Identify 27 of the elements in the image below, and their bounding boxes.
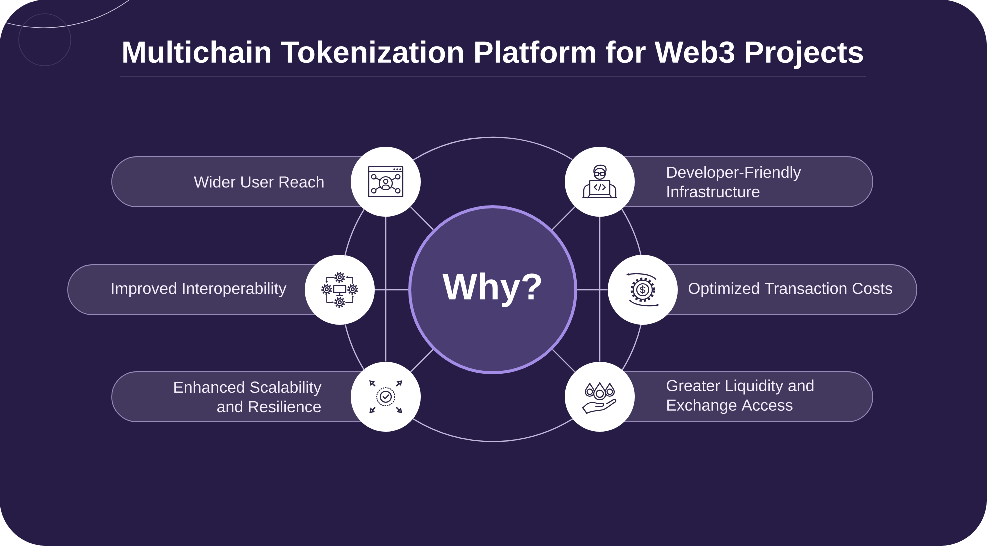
icon-circle [565, 147, 635, 217]
connector-line [622, 208, 642, 255]
icon-circle [608, 255, 678, 325]
connector-line [344, 324, 365, 370]
pill-box: Enhanced Scalability and Resilience [112, 372, 363, 422]
icon-circle [565, 362, 635, 432]
connector-line [410, 206, 434, 230]
connector-line [413, 418, 574, 442]
connector-line [385, 217, 387, 362]
title: Multichain Tokenization Platform for Web3 Projects [124, 40, 864, 70]
pill-box: Greater Liquidity and Exchange Access [623, 372, 874, 422]
connector-line [552, 206, 576, 230]
connector-line [599, 217, 601, 362]
connector-line [410, 349, 434, 373]
connector-line [375, 289, 408, 291]
pill-box: Developer-Friendly Infrastructure [623, 156, 874, 208]
pill-box: Optimized Transaction Costs [666, 264, 918, 316]
icon-circle [351, 147, 421, 217]
icon-circle [351, 362, 421, 432]
connector-line [413, 136, 573, 161]
connector-line [578, 289, 608, 291]
connector-line [622, 324, 642, 370]
pill-box: Improved Interoperability [68, 264, 317, 316]
connector-line [552, 349, 576, 373]
icon-circle [305, 255, 375, 325]
connector-line [344, 209, 365, 256]
pill-box: Wider User Reach [112, 156, 363, 208]
